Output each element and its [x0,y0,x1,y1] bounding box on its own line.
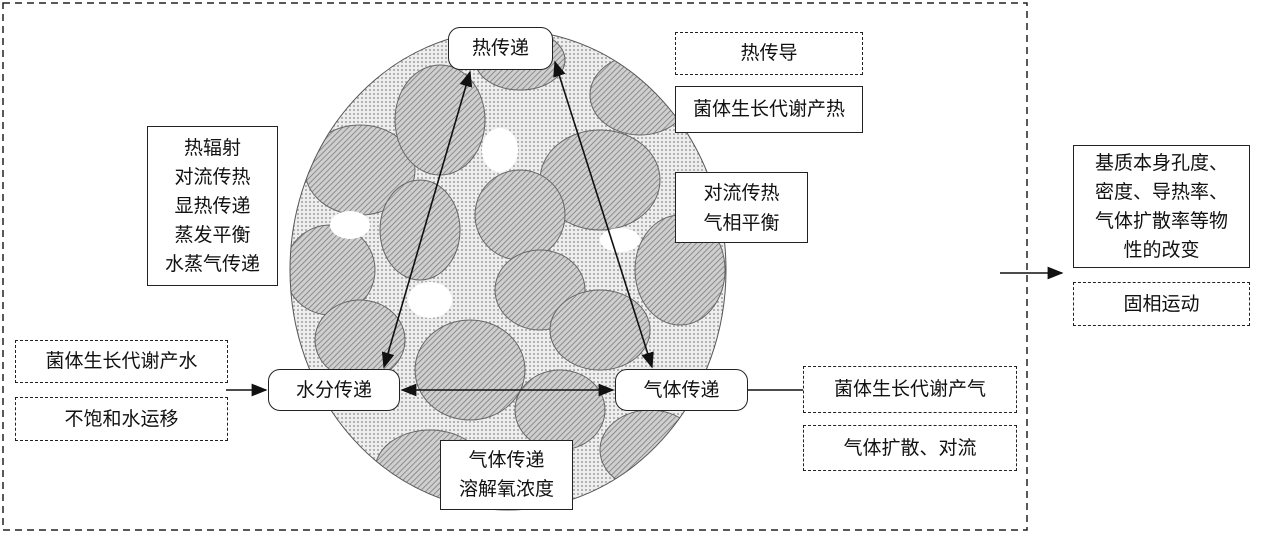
factor-text: 溶解氧浓度 [458,478,554,500]
factor-text: 水蒸气传递 [164,252,260,275]
metabolic-gas-box: 菌体生长代谢产气 [803,366,1017,413]
metabolic-water-box: 菌体生长代谢产水 [15,340,228,383]
water-transfer-label: 水分传递 [295,378,372,401]
outer-frame [2,2,1028,531]
unsaturated-water-box: 不饱和水运移 [15,397,228,441]
metabolic-heat-box: 菌体生长代谢产热 [675,86,863,133]
gas-transfer-node: 气体传递 [615,369,748,411]
water-transfer-node: 水分传递 [268,369,400,411]
factor-text: 气体传递 [468,449,545,471]
dissolved-oxygen-box: 气体传递 溶解氧浓度 [440,440,573,510]
gas-transfer-label: 气体传递 [643,378,720,401]
gas-diffusion-box: 气体扩散、对流 [803,425,1017,471]
result-text: 基质本身孔度、 [1094,151,1228,174]
result-box: 基质本身孔度、 密度、导热率、 气体扩散率等物 性的改变 [1073,145,1250,268]
porous-particle-circle [290,30,726,510]
heat-transfer-label: 热传递 [471,37,529,59]
factor-text: 热传导 [740,42,798,64]
convection-box: 对流传热 气相平衡 [675,172,808,243]
factor-text: 气相平衡 [703,211,780,234]
factor-text: 菌体生长代谢产水 [45,350,198,372]
result-text: 性的改变 [1123,238,1200,261]
result-text: 气体扩散率等物 [1094,209,1228,232]
left-factors-box: 热辐射 对流传热 显热传递 蒸发平衡 水蒸气传递 [147,126,278,286]
factor-text: 对流传热 [703,181,780,204]
heat-transfer-node: 热传递 [448,27,553,70]
heat-gas-arrow [553,60,654,369]
heat-conduction-box: 热传导 [675,32,863,75]
factor-text: 固相运动 [1123,292,1200,315]
factor-text: 显热传递 [174,194,251,217]
factor-text: 不饱和水运移 [64,407,179,430]
factor-text: 菌体生长代谢产热 [692,98,845,120]
factor-text: 气体扩散、对流 [843,436,977,459]
solid-motion-box: 固相运动 [1073,282,1250,326]
factor-text: 热辐射 [183,136,241,159]
heat-water-arrow [381,70,473,369]
factor-text: 菌体生长代谢产气 [833,378,986,400]
factor-text: 对流传热 [174,165,251,188]
factor-text: 蒸发平衡 [174,223,251,246]
result-text: 密度、导热率、 [1094,180,1228,203]
